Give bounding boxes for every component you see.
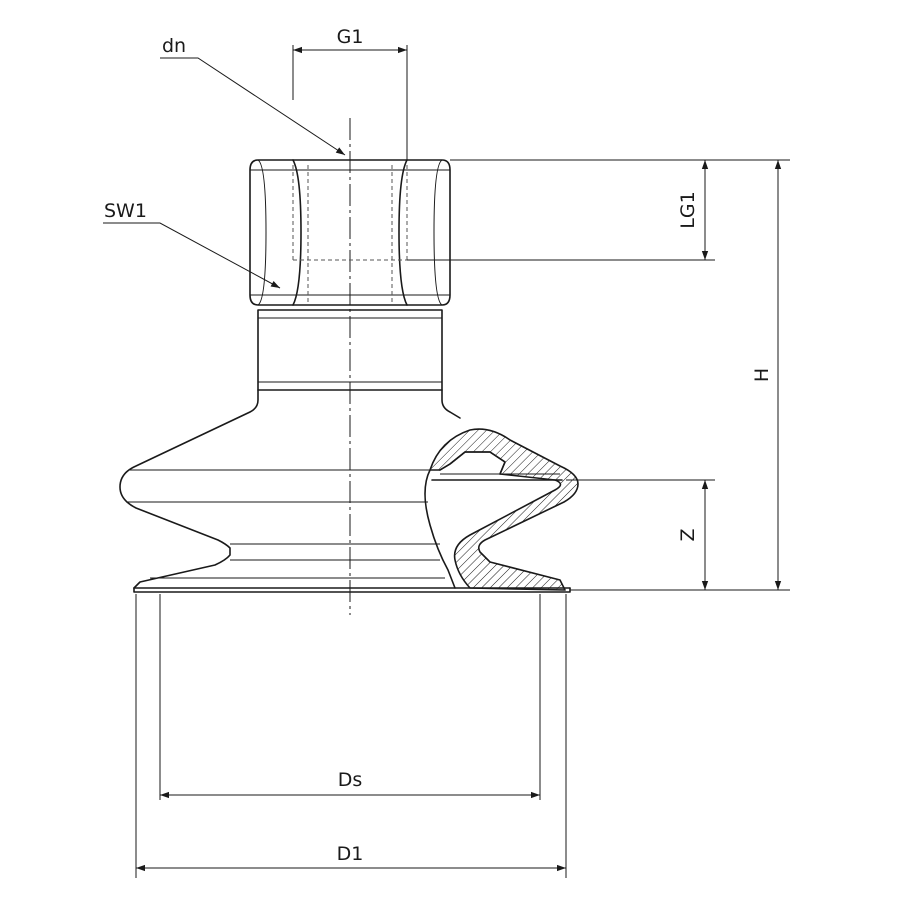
hex-nut	[249, 159, 451, 306]
dn-label: dn	[162, 35, 186, 57]
bellows-section	[429, 428, 579, 591]
ds-label: Ds	[338, 769, 363, 791]
d1-label: D1	[337, 843, 364, 865]
extension-lines	[135, 45, 790, 878]
sw1-leader	[103, 222, 281, 289]
h-label: H	[751, 368, 773, 382]
lg1-label: LG1	[677, 191, 699, 228]
g1-label: G1	[337, 26, 364, 48]
z-label: Z	[677, 528, 699, 541]
thread-bore-hidden	[292, 165, 408, 305]
sw1-label: SW1	[104, 200, 147, 222]
bellows-body	[119, 389, 571, 589]
neck-collar	[257, 309, 443, 391]
dn-leader	[160, 57, 346, 156]
